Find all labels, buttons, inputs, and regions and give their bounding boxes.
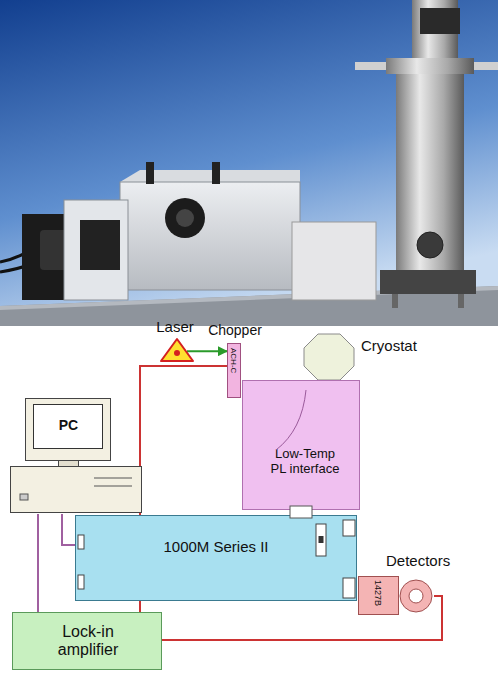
laser-symbol: Laser xyxy=(145,318,205,362)
node-heading: Detectors xyxy=(386,552,450,569)
computer: PC xyxy=(10,398,142,514)
photo-background xyxy=(0,0,498,326)
monitor xyxy=(26,399,111,461)
screen-label: PC xyxy=(34,417,103,433)
pl-interface-box: Low-Temp PL interface xyxy=(242,380,360,510)
screen xyxy=(34,405,103,449)
spectrometer-body xyxy=(120,182,300,290)
detector-assembly: Detectors1427B xyxy=(358,550,442,616)
sample-chamber xyxy=(292,222,376,300)
beam-arrow xyxy=(187,350,227,352)
port-center xyxy=(176,209,194,227)
power-button xyxy=(20,494,28,500)
port-flange xyxy=(165,198,205,238)
box-label: Low-Temp PL interface xyxy=(267,447,343,477)
drive-slot xyxy=(94,478,132,479)
system-unit xyxy=(11,467,142,513)
cryostat-window xyxy=(417,232,443,258)
detector-outline xyxy=(358,576,434,616)
light-path-curve xyxy=(276,390,306,450)
node-label: Cryostat xyxy=(361,337,417,354)
coupling-port xyxy=(290,506,312,518)
cryostat-shroud xyxy=(396,74,464,274)
slit-symbol xyxy=(316,524,326,556)
clamp xyxy=(146,162,154,184)
node-heading: Laser xyxy=(145,318,205,335)
model-number: 1427B xyxy=(373,580,383,606)
stage-leg xyxy=(392,294,398,308)
box-label: Lock-in amplifier xyxy=(43,623,133,660)
monitor-stand xyxy=(59,461,79,467)
control-cable xyxy=(37,514,39,612)
octagon-outline xyxy=(304,334,354,380)
computer-outline xyxy=(10,398,142,514)
clamp xyxy=(212,162,220,184)
stage-leg xyxy=(458,294,464,308)
input-connector xyxy=(78,535,84,549)
detector-window xyxy=(409,589,423,603)
spectrometer-box: 1000M Series II xyxy=(75,515,357,601)
exit-port xyxy=(343,520,355,536)
box-label: 1000M Series II xyxy=(131,538,301,555)
control-cable xyxy=(62,514,75,545)
node-heading: Chopper xyxy=(205,322,265,338)
slit-opening xyxy=(319,536,324,543)
cryostat-symbol: Cryostat xyxy=(303,333,355,381)
lock-in-box: Lock-in amplifier xyxy=(12,612,162,670)
detector-housing xyxy=(359,577,399,615)
compressor-fitting xyxy=(420,8,460,34)
end-plate xyxy=(64,200,128,300)
warning-triangle xyxy=(161,339,193,361)
exit-port xyxy=(343,578,355,598)
signal-cable xyxy=(162,596,442,640)
drive-slot xyxy=(94,486,132,487)
cryostat-stage xyxy=(380,270,476,294)
laser-star xyxy=(174,350,180,356)
input-connector xyxy=(78,575,84,589)
cryostat-octagon xyxy=(303,333,355,381)
detector-head xyxy=(400,580,432,612)
entrance-mount xyxy=(80,220,120,270)
instrument-photo xyxy=(0,0,498,326)
cryostat-flange xyxy=(386,58,474,74)
laser-triangle xyxy=(160,338,194,362)
model-number: ACH-C xyxy=(229,348,238,373)
